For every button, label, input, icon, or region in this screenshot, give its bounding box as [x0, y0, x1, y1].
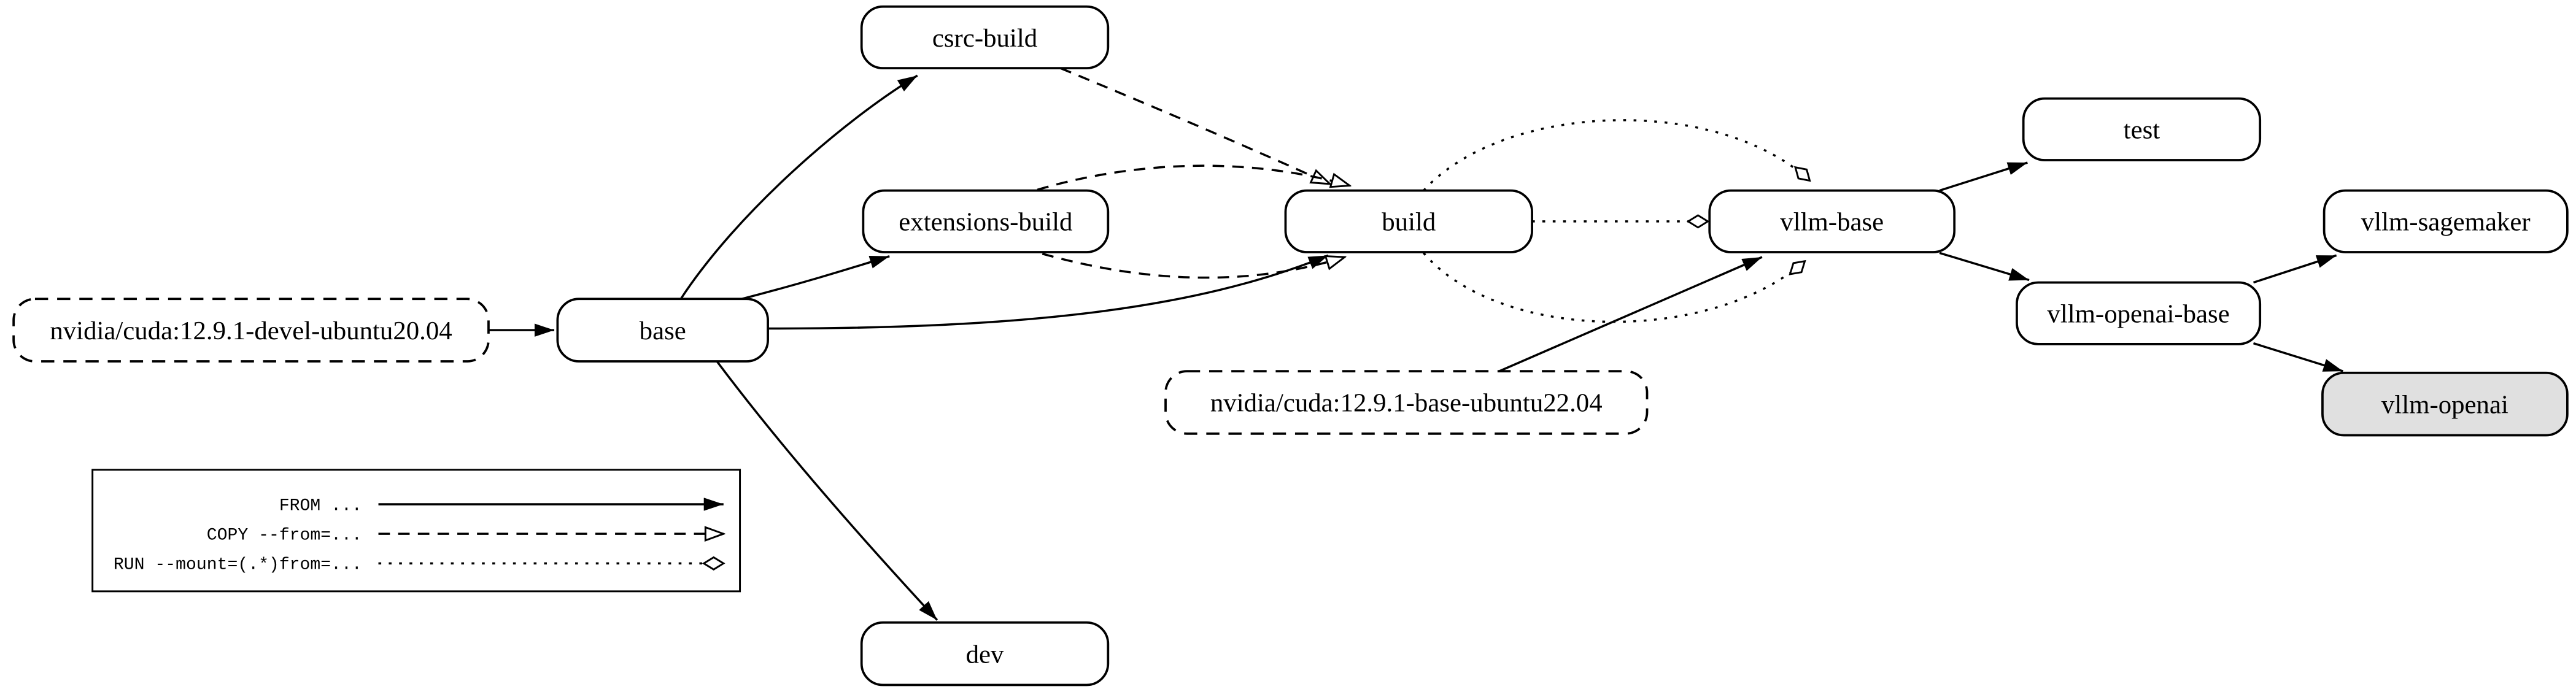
- node-extensions-build: extensions-build: [862, 189, 1110, 253]
- legend-run-mount-label: RUN --mount=(.*)from=...: [114, 556, 362, 575]
- node-extensions-build-box: [862, 189, 1110, 253]
- nodes: nvidia/cuda:12.9.1-devel-ubuntu20.04 bas…: [12, 5, 2569, 686]
- node-dev-label: dev: [966, 640, 1004, 669]
- legend-from-label: FROM ...: [279, 496, 362, 515]
- node-vllm-openai-base-label: vllm-openai-base: [2047, 300, 2229, 329]
- node-vllm-openai-box: [2321, 371, 2569, 437]
- edge-extensions-build-to-build-copy-upper: [1037, 164, 1350, 191]
- edge-base-to-extensions-build: [741, 255, 890, 300]
- edge-vllm-base-to-test: [1939, 161, 2028, 192]
- node-cuda-base: nvidia/cuda:12.9.1-base-ubuntu22.04: [1164, 370, 1649, 435]
- node-vllm-openai: vllm-openai: [2321, 371, 2569, 437]
- node-extensions-build-label: extensions-build: [899, 208, 1072, 237]
- node-vllm-sagemaker-label: vllm-sagemaker: [2361, 208, 2531, 237]
- node-csrc-build: csrc-build: [860, 5, 1110, 69]
- legend-box: [91, 469, 741, 593]
- node-cuda-base-label: nvidia/cuda:12.9.1-base-ubuntu22.04: [1210, 389, 1603, 418]
- node-base-box: [556, 298, 769, 363]
- node-vllm-openai-label: vllm-openai: [2381, 390, 2508, 419]
- legend-copy-label: COPY --from=...: [207, 526, 362, 545]
- node-vllm-sagemaker-box: [2323, 189, 2569, 253]
- edges: [488, 67, 2343, 621]
- node-vllm-base-label: vllm-base: [1780, 208, 1884, 237]
- legend-item-from: FROM ...: [279, 496, 724, 515]
- node-dev-box: [860, 621, 1110, 686]
- node-test-box: [2022, 97, 2262, 161]
- node-vllm-openai-base-box: [2016, 281, 2262, 345]
- node-test: test: [2022, 97, 2262, 161]
- edge-base-to-dev: [716, 360, 938, 621]
- node-build: build: [1284, 189, 1533, 253]
- node-cuda-devel-box: [12, 298, 490, 363]
- edge-vllm-openai-base-to-vllm-sagemaker: [2253, 254, 2337, 284]
- edge-vllm-base-to-vllm-openai-base: [1939, 252, 2030, 282]
- node-dev: dev: [860, 621, 1110, 686]
- edge-cuda-base-to-vllm-base: [1498, 256, 1763, 372]
- edge-base-to-csrc-build: [679, 74, 918, 300]
- node-build-label: build: [1382, 208, 1436, 237]
- node-vllm-sagemaker: vllm-sagemaker: [2323, 189, 2569, 253]
- node-csrc-build-box: [860, 5, 1110, 69]
- legend-item-copy: COPY --from=...: [207, 526, 724, 545]
- node-cuda-devel-label: nvidia/cuda:12.9.1-devel-ubuntu20.04: [50, 317, 452, 345]
- node-vllm-openai-base: vllm-openai-base: [2016, 281, 2262, 345]
- node-vllm-base-box: [1708, 189, 1956, 253]
- legend-item-run-mount: RUN --mount=(.*)from=...: [114, 556, 724, 575]
- node-csrc-build-label: csrc-build: [932, 24, 1037, 53]
- node-vllm-base: vllm-base: [1708, 189, 1956, 253]
- node-test-label: test: [2124, 116, 2160, 145]
- edge-base-to-build: [768, 254, 1329, 330]
- edge-build-to-vllm-base-run-upper: [1423, 119, 1809, 191]
- edge-extensions-build-to-build-copy-lower: [1042, 252, 1345, 279]
- edge-build-to-vllm-base-run-lower: [1423, 252, 1804, 323]
- node-build-box: [1284, 189, 1533, 253]
- edge-csrc-build-to-build-copy: [1060, 67, 1330, 184]
- edge-vllm-openai-base-to-vllm-openai: [2253, 342, 2343, 372]
- node-base: base: [556, 298, 769, 363]
- node-cuda-base-box: [1164, 370, 1649, 435]
- node-cuda-devel: nvidia/cuda:12.9.1-devel-ubuntu20.04: [12, 298, 490, 363]
- legend: FROM ... COPY --from=... RUN --mount=(.*…: [91, 469, 741, 593]
- node-base-label: base: [640, 317, 686, 345]
